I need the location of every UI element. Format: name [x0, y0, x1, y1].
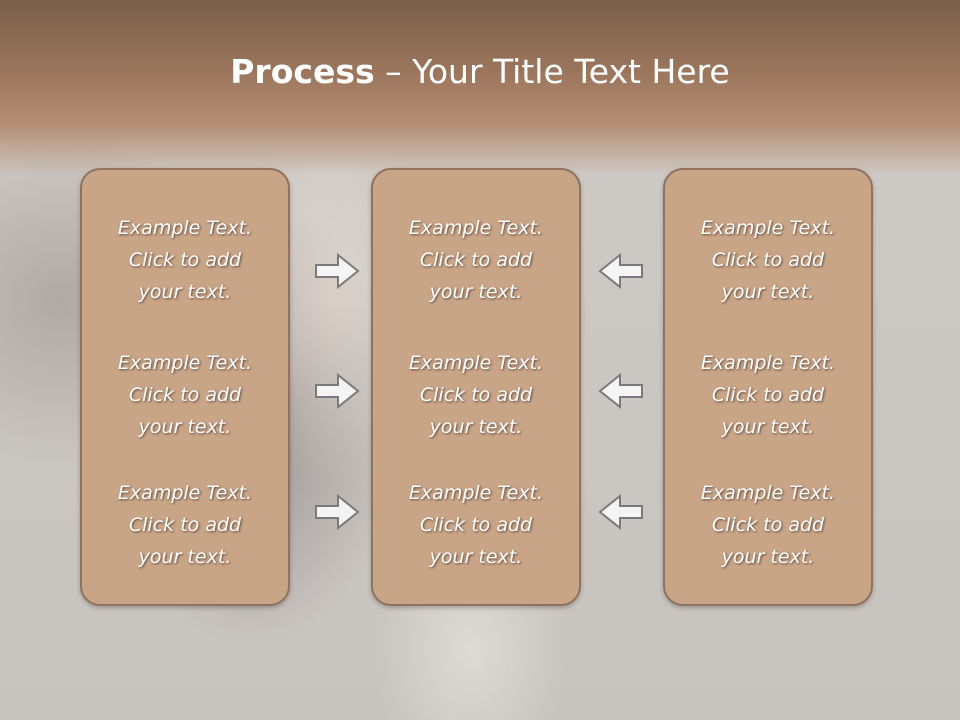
process-box-left[interactable]: Example Text. Click to add your text. Ex…: [80, 168, 290, 606]
left-arrow-icon: [598, 493, 643, 531]
box-text[interactable]: Example Text. Click to add your text.: [408, 352, 544, 438]
slide-title[interactable]: Process – Your Title Text Here: [0, 52, 960, 91]
title-bold: Process: [230, 52, 375, 91]
box-text[interactable]: Example Text. Click to add your text.: [700, 352, 836, 438]
title-rest: – Your Title Text Here: [374, 52, 730, 91]
box-text[interactable]: Example Text. Click to add your text.: [117, 352, 253, 438]
right-arrow-icon: [315, 252, 360, 290]
box-text[interactable]: Example Text. Click to add your text.: [700, 217, 836, 303]
process-box-middle[interactable]: Example Text. Click to add your text. Ex…: [371, 168, 581, 606]
box-text[interactable]: Example Text. Click to add your text.: [117, 482, 253, 568]
box-text[interactable]: Example Text. Click to add your text.: [117, 217, 253, 303]
box-text[interactable]: Example Text. Click to add your text.: [408, 482, 544, 568]
right-arrow-icon: [315, 493, 360, 531]
right-arrow-icon: [315, 372, 360, 410]
process-box-right[interactable]: Example Text. Click to add your text. Ex…: [663, 168, 873, 606]
box-text[interactable]: Example Text. Click to add your text.: [700, 482, 836, 568]
left-arrow-icon: [598, 252, 643, 290]
left-arrow-icon: [598, 372, 643, 410]
title-band: [0, 0, 960, 175]
box-text[interactable]: Example Text. Click to add your text.: [408, 217, 544, 303]
